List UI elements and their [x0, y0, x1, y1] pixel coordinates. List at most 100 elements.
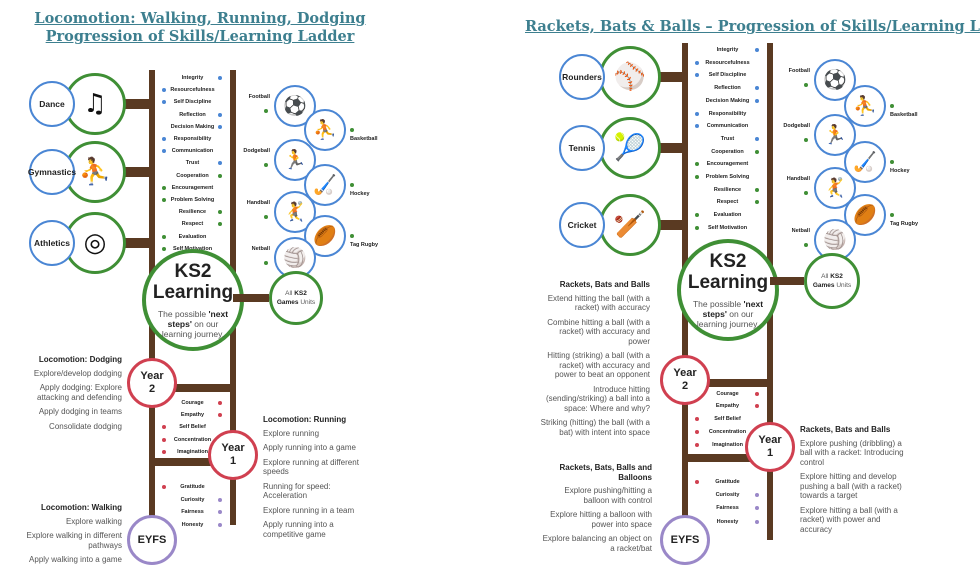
ks2-bold: KS2	[294, 290, 307, 297]
game-label: Football	[788, 68, 810, 74]
sport-icon-circle[interactable]: 🏏	[599, 194, 661, 256]
ks2-bold: KS2	[830, 273, 843, 280]
game-dot	[804, 243, 808, 247]
units-text: Units	[300, 299, 316, 306]
ks2-text: on our learning journey.	[696, 309, 760, 329]
value-dot	[162, 425, 166, 429]
ladder-rung	[650, 220, 685, 230]
value-label: Fairness	[716, 505, 739, 511]
skills-item: Explore pushing (dribbling) a ball with …	[800, 438, 904, 467]
value-dot	[218, 76, 222, 80]
value-label: Self Motivation	[158, 245, 228, 253]
sport-button-athletics[interactable]: Athletics	[29, 220, 75, 266]
value-label: Problem Solving	[705, 174, 750, 180]
sport-label: Rounders	[562, 72, 602, 82]
value-dot	[695, 175, 699, 179]
year-label: Year 2	[140, 370, 164, 395]
value-dot	[695, 111, 699, 116]
value-dot	[218, 161, 222, 166]
value-dot	[162, 438, 166, 442]
value-dot	[218, 401, 222, 405]
value-dot	[755, 48, 759, 52]
hockey-stick-icon: 🏑	[853, 150, 877, 173]
value-dot	[218, 413, 222, 417]
value-dot	[755, 187, 759, 192]
value-label: Trust	[185, 160, 200, 167]
skills-item: Combine hitting a ball (with a racket) w…	[547, 317, 650, 346]
skills-item: Explore hitting a ball (with a racket) w…	[800, 505, 898, 534]
ks2-description: The possible 'next steps' on our learnin…	[690, 299, 766, 329]
value-label: Respect	[716, 199, 739, 206]
value-label: Encouragement	[171, 184, 214, 191]
game-circle-hockey[interactable]: 🏑	[844, 141, 886, 183]
sport-button-gymnastics[interactable]: Gymnastics	[28, 149, 76, 195]
skills-heading: Rackets, Bats, Balls and Balloons	[559, 463, 652, 482]
skills-item: Explore hitting a balloon with power int…	[550, 510, 652, 529]
value-label: Empathy	[715, 403, 740, 409]
ladder-rung	[685, 454, 770, 462]
value-dot	[695, 162, 699, 167]
game-circle-handball[interactable]: 🤾	[274, 191, 316, 233]
value-label: Self Discipline	[708, 72, 747, 79]
value-dot	[755, 493, 759, 497]
value-label: Responsibility	[173, 136, 212, 142]
skills-heading: Rackets, Bats and Balls	[559, 280, 650, 289]
value-label: Respect	[181, 221, 204, 228]
ladder-rung	[115, 238, 152, 248]
value-label: Self Belief	[179, 424, 206, 430]
game-circle-hockey[interactable]: 🏑	[304, 164, 346, 206]
skills-heading: Locomotion: Walking	[40, 503, 122, 512]
value-label: Gratitude	[715, 479, 740, 485]
sport-label: Athletics	[34, 238, 70, 248]
game-label: Netball	[791, 228, 810, 234]
value-label: Courage	[181, 400, 204, 406]
value-dot	[218, 112, 222, 117]
sport-button-dance[interactable]: Dance	[29, 81, 75, 127]
sport-button-tennis[interactable]: Tennis	[559, 125, 605, 171]
game-label: Tag Rugby	[890, 221, 919, 227]
value-label: Evaluation	[713, 212, 742, 219]
value-label: Fairness	[181, 509, 204, 515]
sport-icon-circle[interactable]: ⚾	[599, 46, 661, 108]
game-label: Basketball	[890, 112, 918, 118]
skills-item: Apply dodging in teams	[38, 407, 122, 416]
sport-icon-circle[interactable]: 🎾	[599, 117, 661, 179]
ks2-title: KS2	[174, 261, 212, 282]
football-icon: ⚽	[823, 68, 847, 91]
handball-icon: 🤾	[823, 176, 847, 199]
value-dot	[218, 510, 222, 514]
value-label: Responsibility	[708, 110, 747, 117]
value-dot	[695, 480, 699, 484]
skills-item: Explore walking in different pathways	[26, 531, 122, 550]
running-track-icon: ◎	[83, 228, 107, 258]
ks2-description: The possible 'next steps' on our learnin…	[155, 309, 231, 339]
games-bold: Games	[812, 282, 835, 289]
game-circle-basketball[interactable]: ⛹	[304, 109, 346, 151]
sport-button-cricket[interactable]: Cricket	[559, 202, 605, 248]
value-dot	[695, 124, 699, 129]
value-label: Resourcefulness	[170, 87, 215, 94]
football-icon: ⚽	[283, 94, 307, 117]
game-label: Hockey	[890, 168, 910, 174]
skills-item: Introduce hitting (sending/striking) a b…	[545, 384, 650, 413]
value-dot	[162, 246, 166, 251]
sport-label: Cricket	[567, 220, 597, 230]
cricket-bat-icon: 🏏	[613, 210, 647, 240]
value-label: Resilience	[178, 209, 207, 216]
sport-button-rounders[interactable]: Rounders	[559, 54, 605, 100]
year-circle-year-1: Year 1	[208, 430, 258, 480]
game-circle-basketball[interactable]: ⛹	[844, 85, 886, 127]
skills-item: Apply dodging: Explore attacking and def…	[37, 383, 122, 402]
value-dot	[695, 213, 699, 218]
value-label: Curiosity	[715, 492, 740, 498]
skills-heading: Rackets, Bats and Balls	[800, 425, 891, 434]
game-dot	[264, 163, 268, 167]
game-circle-football[interactable]: ⚽	[274, 85, 316, 127]
